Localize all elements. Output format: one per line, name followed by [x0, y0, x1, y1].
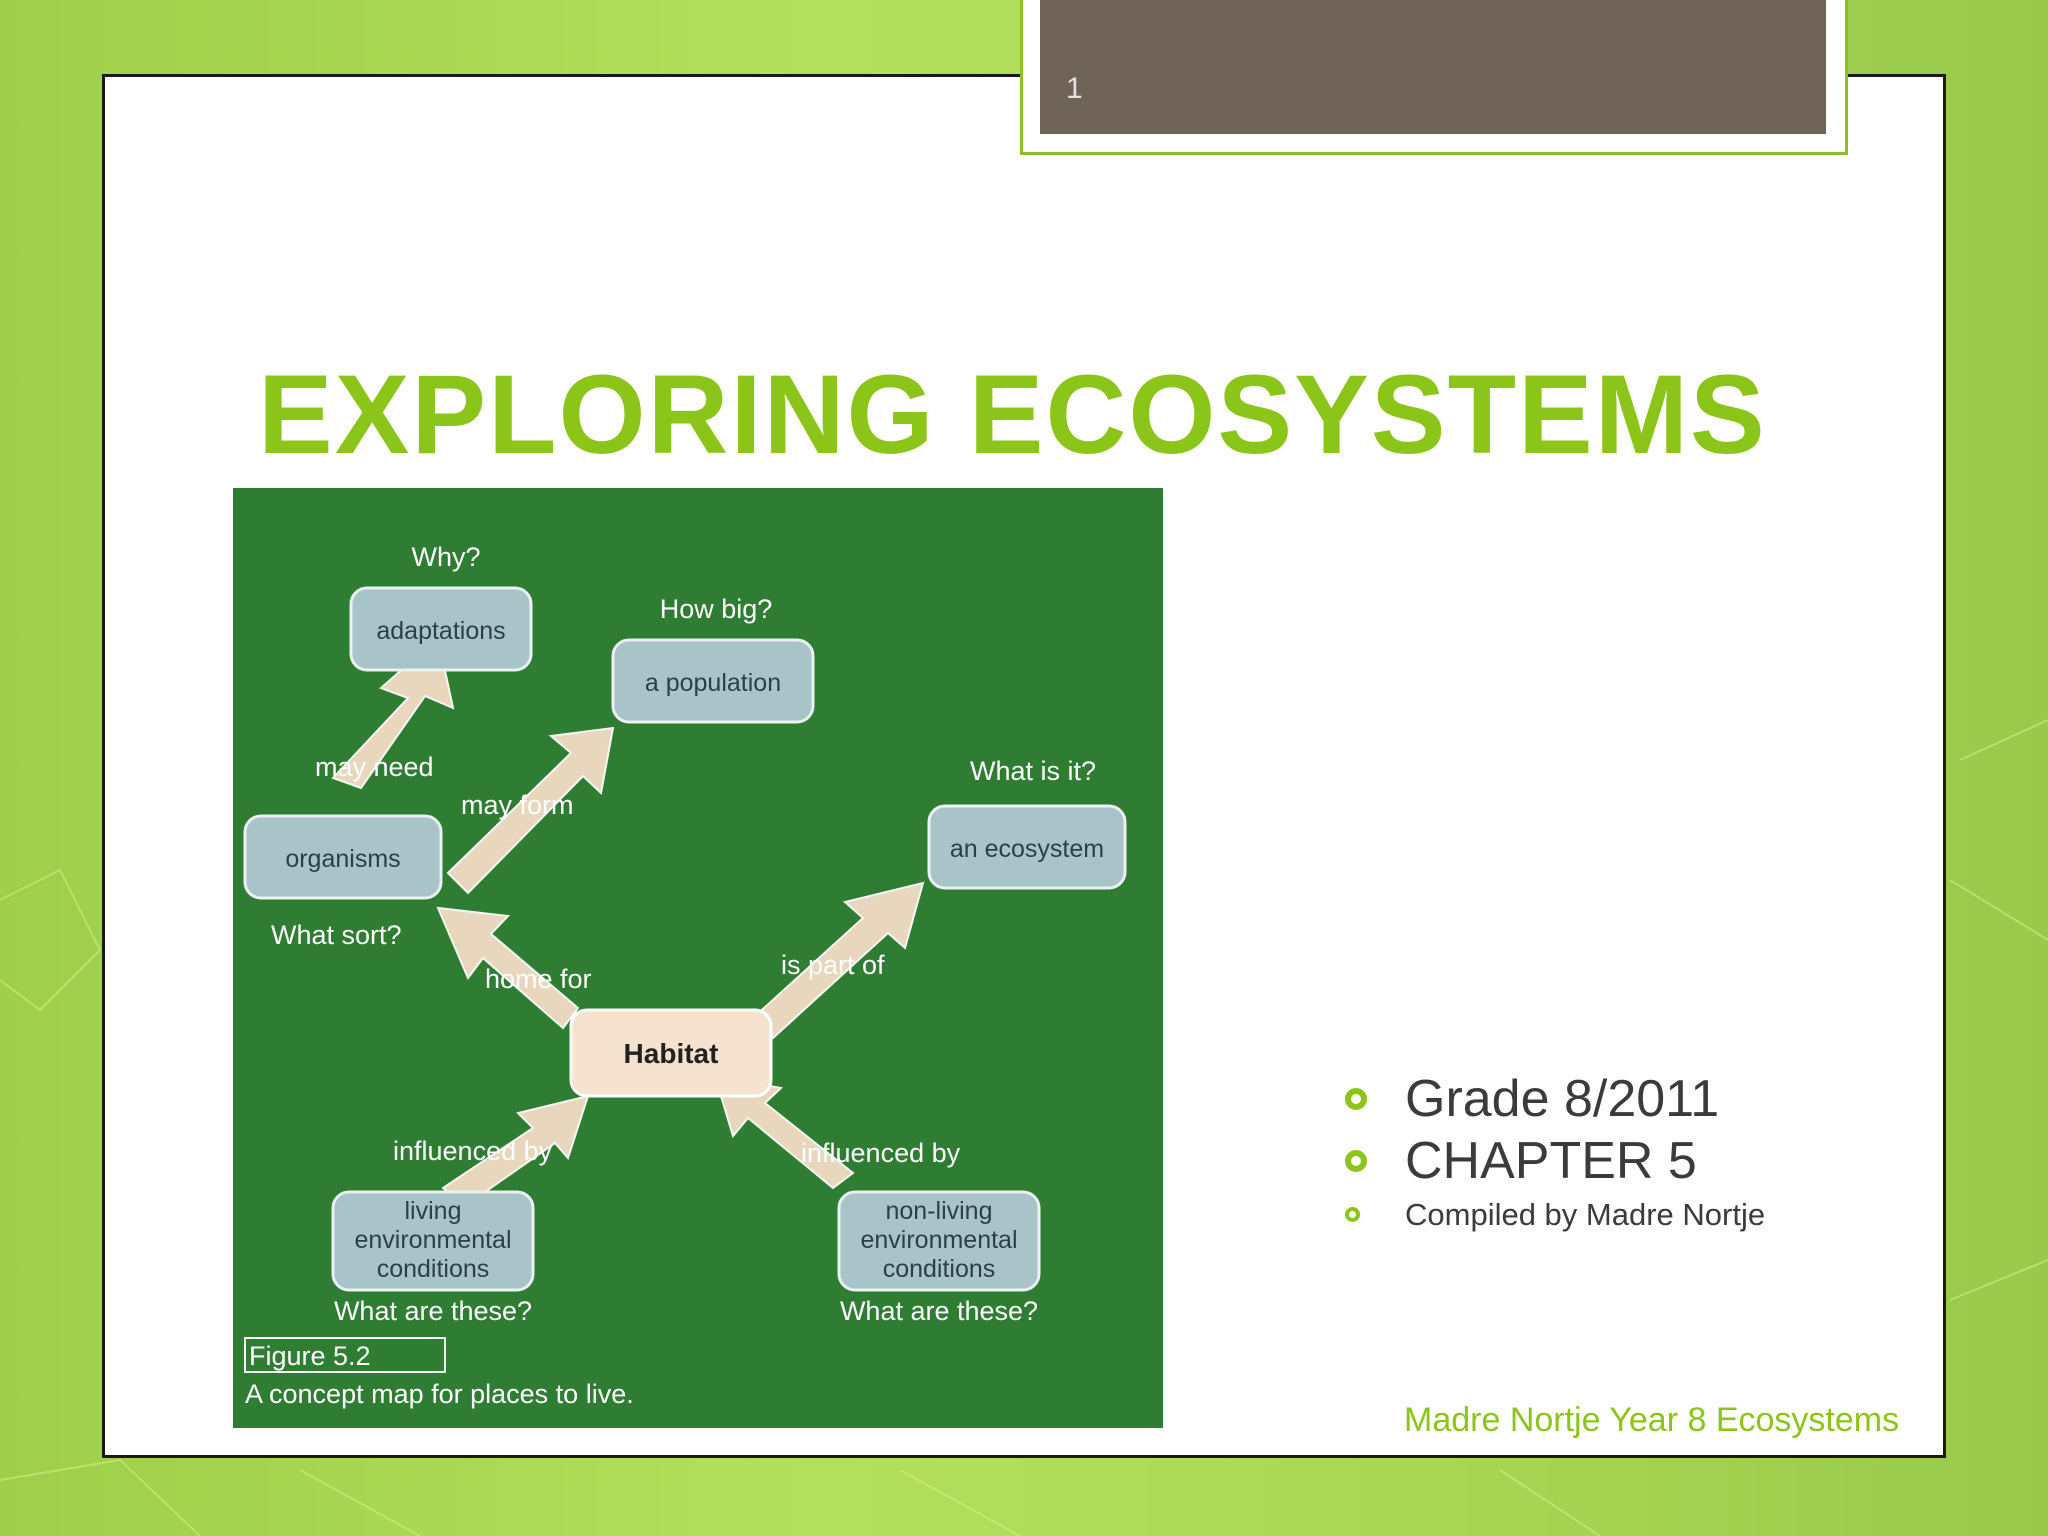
bullet-text: Grade 8/2011	[1405, 1070, 1720, 1128]
circle-bullet-icon	[1345, 1088, 1367, 1110]
link-home-for: home for	[485, 964, 592, 994]
question-what-sort: What sort?	[271, 920, 402, 950]
circle-bullet-icon	[1345, 1207, 1360, 1222]
bullet-item: CHAPTER 5	[1345, 1130, 1765, 1192]
node-label-living-2: environmental	[354, 1226, 511, 1254]
question-how-big: How big?	[660, 594, 773, 624]
node-organisms	[243, 814, 443, 900]
node-label-nonliving-1: non-living	[885, 1197, 992, 1225]
slide-number-panel	[1040, 0, 1826, 134]
bullet-item: Grade 8/2011	[1345, 1068, 1765, 1130]
link-may-form: may form	[461, 790, 574, 820]
caption-figure-label: Figure 5.2	[249, 1341, 371, 1371]
link-is-part-of: is part of	[781, 950, 885, 980]
question-what-are-these-right: What are these?	[840, 1296, 1038, 1326]
concept-map-diagram: adaptations a population organisms an ec…	[243, 542, 1127, 1409]
link-influenced-by-left: influenced by	[393, 1136, 553, 1166]
node-living-conditions	[331, 1190, 535, 1292]
node-habitat	[569, 1008, 773, 1098]
node-ecosystem	[927, 804, 1127, 890]
slide-title: EXPLORING ECOSYSTEMS	[258, 352, 1767, 477]
node-label-ecosystem: an ecosystem	[950, 835, 1104, 863]
question-why: Why?	[411, 542, 480, 572]
node-label-habitat: Habitat	[624, 1038, 719, 1069]
node-label-adaptations: adaptations	[376, 617, 505, 645]
bullet-item: Compiled by Madre Nortje	[1345, 1192, 1765, 1238]
node-label-population: a population	[645, 669, 781, 697]
bullet-text: Compiled by Madre Nortje	[1405, 1197, 1766, 1232]
bullet-text: CHAPTER 5	[1405, 1132, 1697, 1190]
arrow-home-for	[436, 906, 580, 1030]
arrow-may-need	[331, 636, 455, 790]
node-label-organisms: organisms	[285, 845, 400, 873]
bullet-list: Grade 8/2011 CHAPTER 5 Compiled by Madre…	[1345, 1068, 1765, 1238]
concept-map-figure: adaptations a population organisms an ec…	[233, 488, 1163, 1428]
arrow-may-form	[446, 726, 615, 895]
slide-footer: Madre Nortje Year 8 Ecosystems	[1404, 1401, 1900, 1439]
node-nonliving-conditions	[837, 1190, 1041, 1292]
node-population	[611, 638, 815, 724]
node-label-living-3: conditions	[377, 1255, 490, 1283]
caption-label-box	[244, 1337, 446, 1373]
slide-number: 1	[1066, 72, 1083, 105]
link-may-need: may need	[315, 752, 434, 782]
node-label-nonliving-2: environmental	[860, 1226, 1017, 1254]
link-influenced-by-right: influenced by	[801, 1138, 961, 1168]
node-label-nonliving-3: conditions	[883, 1255, 996, 1283]
question-what-is-it: What is it?	[970, 756, 1096, 786]
arrow-is-part-of	[751, 881, 925, 1040]
question-what-are-these-left: What are these?	[334, 1296, 532, 1326]
node-adaptations	[349, 586, 533, 672]
circle-bullet-icon	[1345, 1150, 1367, 1172]
caption-text: A concept map for places to live.	[245, 1379, 634, 1409]
node-label-living-1: living	[405, 1197, 462, 1225]
